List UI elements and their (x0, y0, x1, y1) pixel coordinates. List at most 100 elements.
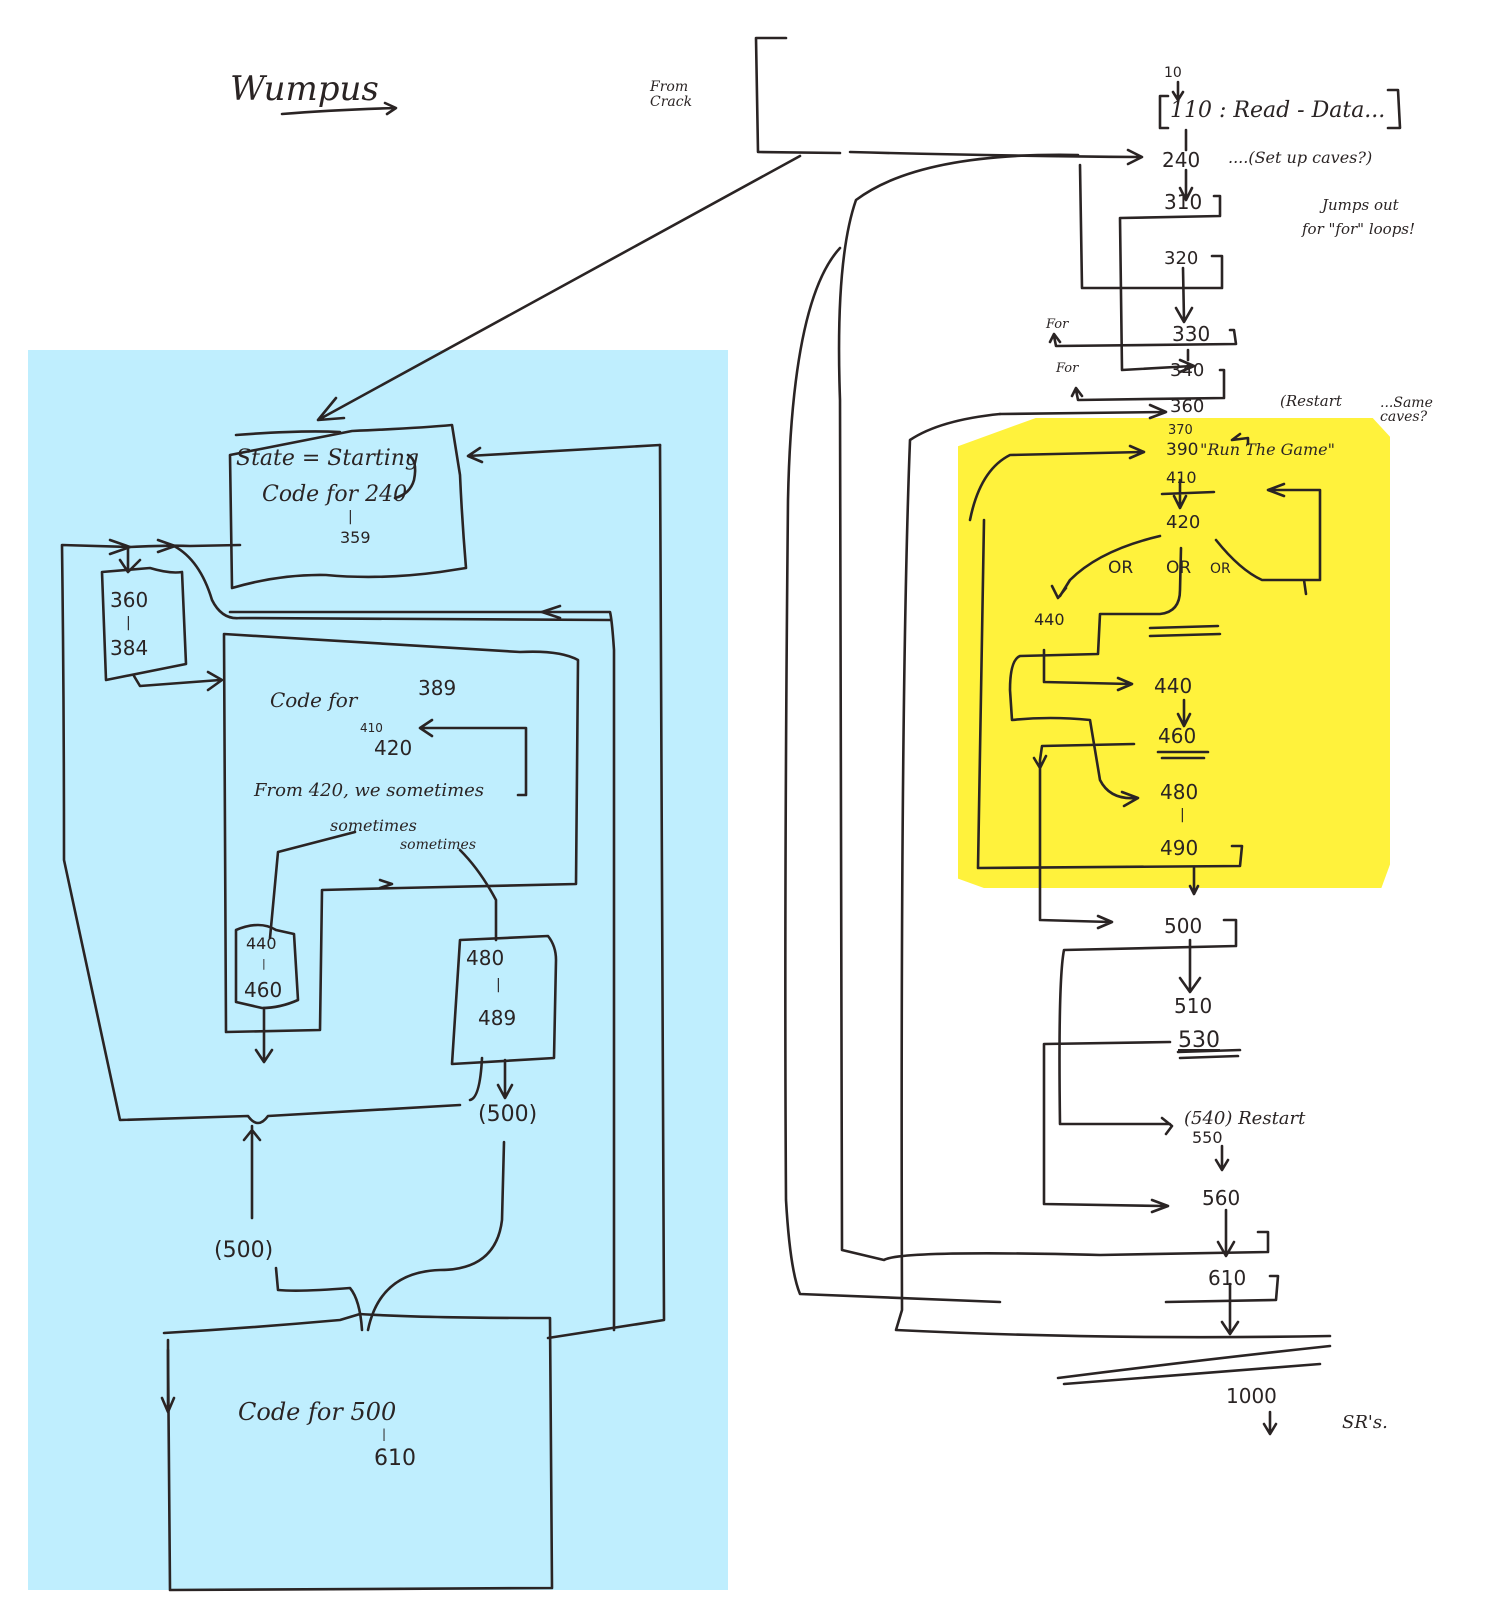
block-480-outline (450, 934, 558, 1066)
block-440-exit (254, 1006, 274, 1064)
from-crack-label: From Crack (650, 79, 693, 110)
line-490: 490 (1160, 836, 1199, 860)
line-320: 320 (1164, 248, 1199, 269)
line-410: 410 (1166, 468, 1197, 487)
end-block-outline (162, 1312, 554, 1592)
run-the-game-label: "Run The Game" (1200, 440, 1335, 459)
main-block-heading-num: 389 (418, 676, 457, 700)
branch-right (458, 848, 498, 942)
arrow-240-310 (1178, 168, 1194, 202)
arrow-320-330 (1174, 266, 1194, 324)
end-lines (1056, 1344, 1332, 1386)
line-310: 310 (1164, 190, 1203, 214)
title-underline (280, 101, 398, 116)
line-440a-down (1042, 648, 1134, 692)
line-390: 390 (1166, 440, 1199, 460)
from-530-out (1042, 1040, 1172, 1214)
jumps-note-2: for "for" loops! (1302, 220, 1416, 238)
main-block-heading: Code for (270, 688, 358, 712)
arrow-550-560 (1214, 1144, 1230, 1172)
start-block-outline (228, 423, 468, 590)
line-440-a: 440 (1034, 610, 1065, 629)
underline-530 (1176, 1048, 1242, 1060)
block-480-top: 480 (466, 946, 505, 970)
line-560: 560 (1202, 1186, 1241, 1210)
branch-420-down (1008, 546, 1183, 808)
arrow-1000-down (1262, 1410, 1278, 1436)
block-360-top: 360 (110, 588, 149, 612)
from-460-out (1032, 742, 1136, 930)
box-500 (1058, 918, 1238, 1136)
arrow-410-420 (1160, 478, 1216, 510)
line-500: 500 (1164, 914, 1203, 938)
arrow-440-460 (1176, 698, 1192, 728)
block-360-exit (132, 670, 224, 692)
box-610 (784, 246, 1280, 1304)
line-480: 480 (1160, 780, 1199, 804)
box-310 (1118, 194, 1222, 374)
arrow-10-110 (1171, 80, 1185, 102)
line-240: 240 (1162, 148, 1201, 172)
block-360-sep: | (126, 615, 131, 631)
line-10: 10 (1164, 65, 1182, 81)
goto-500-left: (500) (214, 1238, 274, 1263)
block-480-bottom: 489 (478, 1006, 517, 1030)
from-500-right (366, 1140, 506, 1332)
for-label-2: For (1056, 361, 1079, 376)
restart-note: (Restart (1280, 392, 1342, 410)
main-block-410: 410 (360, 721, 383, 735)
start-return-arrow (466, 443, 662, 464)
end-block-left-arrow (160, 1338, 176, 1414)
left-inner-curve (172, 544, 612, 622)
jumps-note-1: Jumps out (1322, 196, 1399, 214)
main-block-note3: sometimes (400, 837, 477, 853)
box-320 (1078, 163, 1224, 290)
for-label-1: For (1046, 317, 1069, 332)
line-420: 420 (1166, 512, 1201, 533)
branch-middle-arrow (378, 878, 394, 890)
loop-arrow-right (540, 604, 562, 620)
start-end-line: 359 (340, 528, 371, 547)
or-label-3: OR (1210, 561, 1231, 577)
subroutines-note: SR's. (1342, 1412, 1388, 1433)
block-480-sep: | (496, 977, 501, 993)
line-440-b: 440 (1154, 674, 1193, 698)
structured-version-panel (28, 350, 728, 1590)
block-480-exit (496, 1058, 514, 1100)
block-360-outline (100, 566, 188, 682)
or-label-1: OR (1108, 558, 1134, 578)
crack-to-start-arrow (316, 154, 802, 422)
down-to-500-left (242, 1124, 262, 1220)
setup-caves-note: ....(Set up caves?) (1228, 148, 1373, 167)
right-loop-line (546, 443, 666, 1340)
branch-420-right (1214, 482, 1322, 596)
block-440-bottom: 460 (244, 978, 283, 1002)
arrow-610-end (1220, 1282, 1240, 1336)
block-440-outline (234, 923, 300, 1010)
loop-arrow-top (108, 538, 132, 556)
read-data-bracket-right (1386, 88, 1402, 130)
main-block-note: From 420, we sometimes (254, 780, 485, 801)
start-code-text: Code for 240 (262, 482, 408, 507)
branch-left (268, 830, 357, 940)
underline-460 (1156, 750, 1210, 760)
read-data-label: 110 : Read - Data... (1170, 98, 1386, 123)
line-340: 340 (1170, 360, 1205, 381)
start-range-sep: | (348, 509, 353, 525)
line-510: 510 (1174, 994, 1213, 1018)
arrow-370-back (1230, 432, 1250, 446)
loop-420 (418, 718, 528, 797)
arrow-500-510 (1178, 938, 1202, 994)
line-1000: 1000 (1226, 1384, 1277, 1408)
crack-loop-to-240 (848, 148, 1144, 166)
equals-1 (1148, 624, 1222, 638)
main-block-420: 420 (374, 736, 413, 760)
main-block-outline (222, 632, 580, 1034)
line-610: 610 (1208, 1266, 1247, 1290)
end-block-line1: Code for 500 (238, 1398, 397, 1426)
from-crack-bracket (754, 36, 842, 155)
block-480-side (468, 1056, 484, 1102)
end-block-sep: | (382, 1427, 387, 1441)
right-loop-top (228, 610, 616, 1332)
branch-420-440 (1050, 534, 1162, 600)
